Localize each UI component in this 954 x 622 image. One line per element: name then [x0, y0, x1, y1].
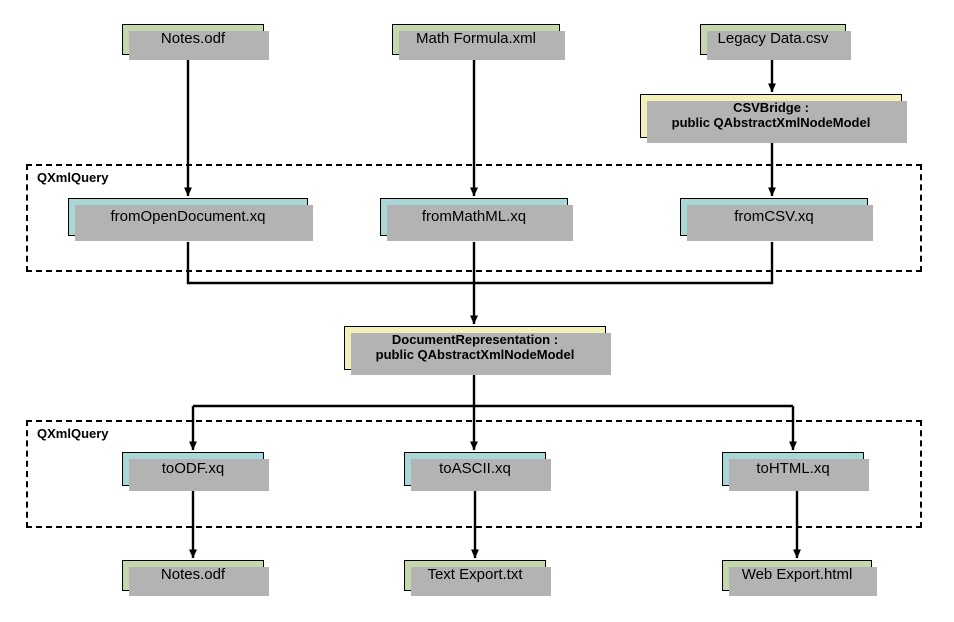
node-shadow [647, 101, 907, 143]
node-from-mathml[interactable]: fromMathML.xq [380, 198, 573, 241]
node-label: fromMathML.xq [421, 207, 527, 225]
node-from-csv[interactable]: fromCSV.xq [680, 198, 873, 241]
node-text-export-txt[interactable]: Text Export.txt [404, 560, 551, 596]
node-bevel-left [393, 25, 399, 54]
group-qxmlquery-input-label: QXmlQuery [34, 170, 112, 185]
node-notes-odf-output[interactable]: Notes.odf [122, 560, 269, 596]
node-bevel-left [723, 561, 729, 590]
node-to-ascii[interactable]: toASCII.xq [404, 452, 551, 491]
node-document-representation-class[interactable]: DocumentRepresentation : public QAbstrac… [344, 326, 611, 375]
node-shadow [729, 459, 869, 491]
group-qxmlquery-output-label: QXmlQuery [34, 426, 112, 441]
node-bevel-left [641, 95, 647, 137]
node-to-html[interactable]: toHTML.xq [722, 452, 869, 491]
node-label-line2: public QAbstractXmlNodeModel [375, 347, 575, 362]
node-shadow [729, 567, 877, 596]
node-label: fromOpenDocument.xq [110, 207, 266, 225]
group-qxmlquery-output [26, 420, 922, 528]
node-label: toODF.xq [161, 459, 225, 477]
node-label: Legacy Data.csv [717, 30, 829, 48]
node-bevel-top [69, 199, 307, 205]
node-notes-odf-source[interactable]: Notes.odf [122, 24, 269, 60]
node-shadow [129, 31, 269, 60]
node-bevel-top [701, 25, 845, 31]
node-shadow [411, 459, 551, 491]
node-bevel-left [701, 25, 707, 54]
node-bevel-left [345, 327, 351, 369]
node-label: Text Export.txt [427, 566, 523, 584]
node-csvbridge-class[interactable]: CSVBridge : public QAbstractXmlNodeModel [640, 94, 907, 143]
node-bevel-top [723, 561, 871, 567]
node-web-export-html[interactable]: Web Export.html [722, 560, 877, 596]
node-bevel-top [641, 95, 901, 101]
node-label: toASCII.xq [439, 459, 511, 477]
node-shadow [411, 567, 551, 596]
node-label-line1: CSVBridge : [733, 100, 809, 116]
node-label: Web Export.html [741, 566, 853, 584]
node-label: Notes.odf [160, 30, 226, 48]
node-shadow [351, 333, 611, 375]
node-label: toHTML.xq [756, 459, 830, 477]
node-shadow [75, 205, 313, 241]
node-to-odf[interactable]: toODF.xq [122, 452, 269, 491]
node-bevel-top [405, 561, 545, 567]
node-bevel-top [123, 561, 263, 567]
node-label: fromCSV.xq [734, 207, 814, 225]
node-bevel-left [123, 25, 129, 54]
node-from-open-document[interactable]: fromOpenDocument.xq [68, 198, 313, 241]
node-bevel-top [681, 199, 867, 205]
node-bevel-top [381, 199, 567, 205]
node-label-line2: public QAbstractXmlNodeModel [671, 115, 871, 130]
node-shadow [129, 567, 269, 596]
node-bevel-left [723, 453, 729, 485]
node-bevel-left [69, 199, 75, 235]
node-shadow [129, 459, 269, 491]
node-bevel-left [681, 199, 687, 235]
node-bevel-left [123, 561, 129, 590]
node-bevel-left [405, 453, 411, 485]
node-bevel-top [393, 25, 559, 31]
node-shadow [707, 31, 851, 60]
node-bevel-top [123, 453, 263, 459]
node-bevel-left [405, 561, 411, 590]
node-bevel-left [381, 199, 387, 235]
node-bevel-top [345, 327, 605, 333]
node-label: Math Formula.xml [415, 30, 537, 48]
node-bevel-top [723, 453, 863, 459]
node-shadow [687, 205, 873, 241]
node-bevel-left [123, 453, 129, 485]
node-label: Notes.odf [160, 566, 226, 584]
node-legacy-data-csv[interactable]: Legacy Data.csv [700, 24, 851, 60]
group-qxmlquery-input [26, 164, 922, 272]
node-shadow [399, 31, 565, 60]
node-label-line1: DocumentRepresentation : [391, 332, 559, 348]
node-math-formula-xml[interactable]: Math Formula.xml [392, 24, 565, 60]
node-bevel-top [123, 25, 263, 31]
node-bevel-top [405, 453, 545, 459]
node-shadow [387, 205, 573, 241]
